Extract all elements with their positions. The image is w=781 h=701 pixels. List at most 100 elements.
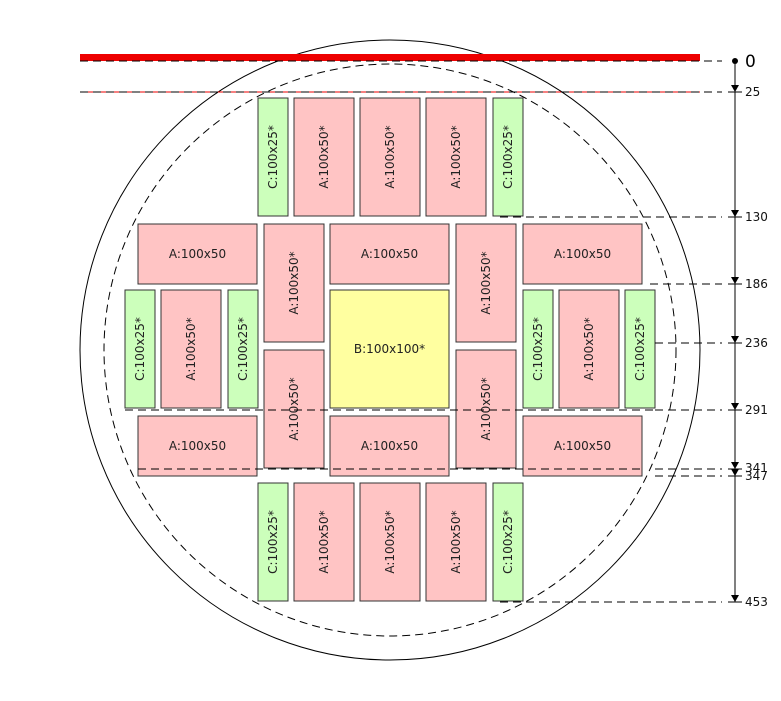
piece-label: A:100x50* [184, 317, 198, 380]
piece-label: C:100x25* [266, 510, 280, 574]
piece-rect [359, 97, 421, 217]
piece-label: A:100x50* [582, 317, 596, 380]
piece-a: A:100x50* [359, 97, 421, 217]
piece-label: A:100x50 [169, 439, 226, 453]
piece-rect [293, 482, 355, 602]
piece-rect [359, 482, 421, 602]
piece-a: A:100x50* [558, 289, 620, 409]
piece-c: C:100x25* [492, 97, 524, 217]
piece-rect [227, 289, 259, 409]
piece-c: C:100x25* [492, 482, 524, 602]
ruler-arrow [731, 277, 739, 284]
piece-label: C:100x25* [501, 510, 515, 574]
piece-rect [137, 415, 258, 477]
piece-rect [492, 97, 524, 217]
guides-layer [80, 60, 722, 603]
piece-rect [263, 349, 325, 469]
piece-rect [522, 289, 554, 409]
piece-a: A:100x50* [425, 97, 487, 217]
piece-rect [522, 223, 643, 285]
piece-a: A:100x50* [359, 482, 421, 602]
piece-c: C:100x25* [227, 289, 259, 409]
ruler-zero-label: 0 [745, 52, 756, 72]
ruler-tick-label: 236 [745, 336, 768, 350]
ruler-tick-label: 186 [745, 277, 768, 291]
piece-c: C:100x25* [257, 482, 289, 602]
piece-a: A:100x50* [455, 349, 517, 469]
piece-label: B:100x100* [354, 342, 425, 356]
red-top-band [80, 54, 700, 61]
piece-rect [329, 223, 450, 285]
piece-label: C:100x25* [501, 125, 515, 189]
piece-a: A:100x50 [329, 223, 450, 285]
piece-label: A:100x50 [554, 439, 611, 453]
piece-label: A:100x50* [317, 510, 331, 573]
ruler-arrow [731, 403, 739, 410]
piece-label: C:100x25* [266, 125, 280, 189]
piece-a: A:100x50* [293, 97, 355, 217]
piece-rect [329, 415, 450, 477]
ruler-tick-label: 25 [745, 85, 760, 99]
ruler-arrow [731, 210, 739, 217]
piece-rect [257, 97, 289, 217]
piece-label: A:100x50* [287, 251, 301, 314]
piece-label: A:100x50 [169, 247, 226, 261]
piece-label: A:100x50 [554, 247, 611, 261]
piece-label: A:100x50* [287, 377, 301, 440]
piece-c: C:100x25* [124, 289, 156, 409]
ruler-origin-dot [732, 58, 738, 64]
piece-label: A:100x50* [317, 125, 331, 188]
ruler-tick-label: 291 [745, 403, 768, 417]
piece-label: C:100x25* [236, 317, 250, 381]
inner-dashed-circle [103, 63, 677, 637]
ruler-tick-label: 453 [745, 595, 768, 609]
ruler-arrow [731, 469, 739, 476]
piece-rect [263, 223, 325, 343]
piece-c: C:100x25* [522, 289, 554, 409]
piece-a: A:100x50* [455, 223, 517, 343]
piece-label: A:100x50 [361, 439, 418, 453]
piece-rect [425, 482, 487, 602]
piece-a: A:100x50* [263, 349, 325, 469]
piece-rect [455, 223, 517, 343]
piece-c: C:100x25* [624, 289, 656, 409]
piece-b: B:100x100* [329, 289, 450, 409]
piece-rect [160, 289, 222, 409]
ruler-arrow [731, 85, 739, 92]
piece-label: A:100x50* [479, 377, 493, 440]
piece-a: A:100x50 [137, 223, 258, 285]
piece-rect [522, 415, 643, 477]
piece-rect [492, 482, 524, 602]
piece-rect [257, 482, 289, 602]
piece-label: C:100x25* [531, 317, 545, 381]
piece-a: A:100x50* [425, 482, 487, 602]
ruler-arrow [731, 595, 739, 602]
piece-label: C:100x25* [133, 317, 147, 381]
piece-label: C:100x25* [633, 317, 647, 381]
piece-a: A:100x50* [293, 482, 355, 602]
piece-rect [455, 349, 517, 469]
piece-c: C:100x25* [257, 97, 289, 217]
piece-label: A:100x50* [449, 510, 463, 573]
piece-label: A:100x50* [479, 251, 493, 314]
piece-a: A:100x50 [137, 415, 258, 477]
ruler-tick-label: 130 [745, 210, 768, 224]
ruler-arrow [731, 462, 739, 469]
piece-a: A:100x50* [160, 289, 222, 409]
piece-rect [624, 289, 656, 409]
piece-label: A:100x50* [449, 125, 463, 188]
piece-a: A:100x50* [263, 223, 325, 343]
piece-rect [425, 97, 487, 217]
piece-a: A:100x50 [329, 415, 450, 477]
piece-a: A:100x50 [522, 415, 643, 477]
ruler-tick-label: 347 [745, 469, 768, 483]
piece-rect [329, 289, 450, 409]
ruler-arrow [731, 336, 739, 343]
pieces-layer: C:100x25* A:100x50* A:100x50* A:100x50* C:10… [124, 97, 656, 602]
piece-rect [293, 97, 355, 217]
piece-rect [558, 289, 620, 409]
outer-circle [79, 39, 701, 661]
piece-label: A:100x50* [383, 125, 397, 188]
